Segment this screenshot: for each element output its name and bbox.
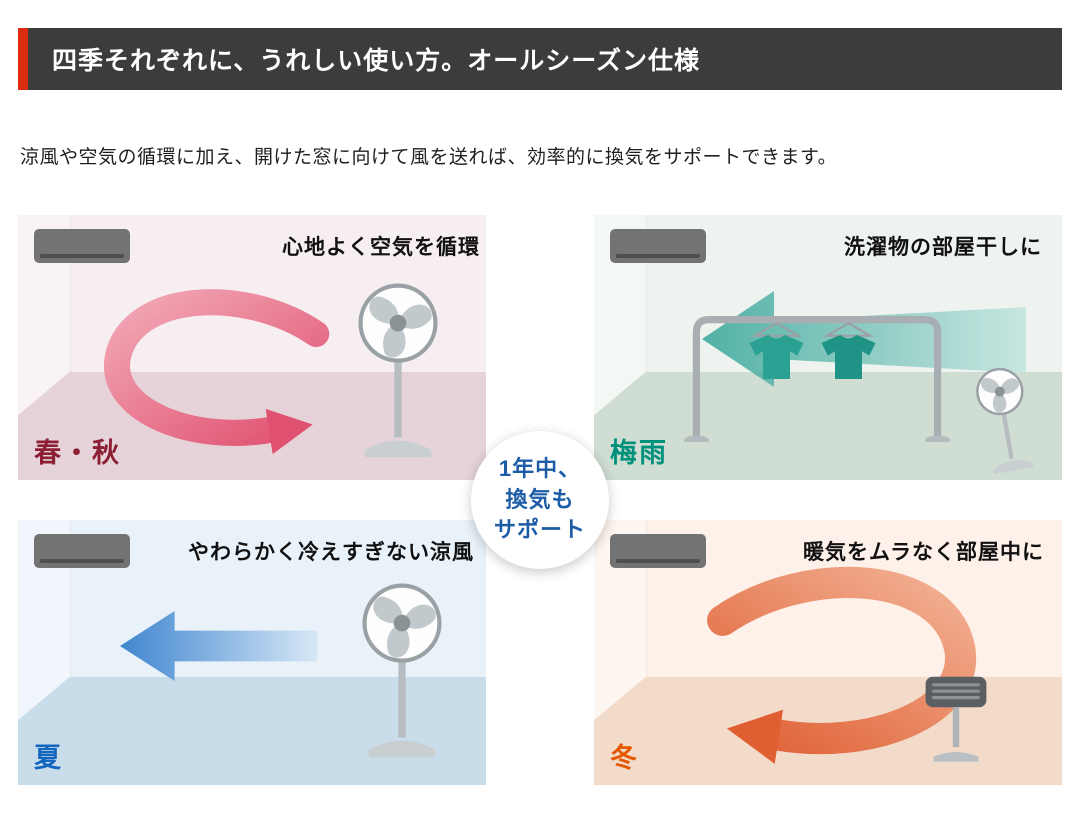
season-panels-grid: 心地よく空気を循環 春・秋 洗濯物の部屋干しに 梅雨 <box>18 215 1062 785</box>
intro-text: 涼風や空気の循環に加え、開けた窓に向けて風を送れば、効率的に換気をサポートできま… <box>20 147 838 168</box>
air-conditioner-icon <box>610 534 706 568</box>
all-year-ventilation-badge: 1年中、 換気も サポート <box>471 431 609 569</box>
air-conditioner-icon <box>610 229 706 263</box>
panel-summer: やわらかく冷えすぎない涼風 夏 <box>18 520 486 785</box>
badge-line: 1年中、 <box>498 455 582 481</box>
heater-icon <box>916 670 996 770</box>
season-label: 夏 <box>34 743 63 773</box>
panel-caption: 暖気をムラなく部屋中に <box>803 541 1044 564</box>
season-label: 冬 <box>610 743 639 773</box>
panel-caption: やわらかく冷えすぎない涼風 <box>188 541 474 564</box>
panel-caption: 心地よく空気を循環 <box>282 236 480 259</box>
panel-rainy-season: 洗濯物の部屋干しに 梅雨 <box>594 215 1062 480</box>
circulation-arrow-icon <box>707 566 977 764</box>
panel-caption: 洗濯物の部屋干しに <box>844 236 1042 259</box>
section-header: 四季それぞれに、うれしい使い方。オールシーズン仕様 <box>18 28 1062 90</box>
circulation-arrow-icon <box>104 289 330 455</box>
air-conditioner-icon <box>34 229 130 263</box>
season-label: 梅雨 <box>610 438 668 468</box>
season-label: 春・秋 <box>34 438 121 468</box>
badge-line: 換気も <box>505 486 575 512</box>
wind-arrow-icon <box>120 611 318 681</box>
laundry-rack-icon <box>682 307 952 442</box>
stand-fan-icon <box>346 277 450 469</box>
panel-winter: 暖気をムラなく部屋中に 冬 <box>594 520 1062 785</box>
badge-line: サポート <box>493 517 586 543</box>
header-accent-bar <box>18 28 28 90</box>
section-title: 四季それぞれに、うれしい使い方。オールシーズン仕様 <box>52 47 701 75</box>
air-conditioner-icon <box>34 534 130 568</box>
panel-spring-autumn: 心地よく空気を循環 春・秋 <box>18 215 486 480</box>
room-floor <box>18 677 486 785</box>
stand-fan-icon <box>350 578 454 768</box>
